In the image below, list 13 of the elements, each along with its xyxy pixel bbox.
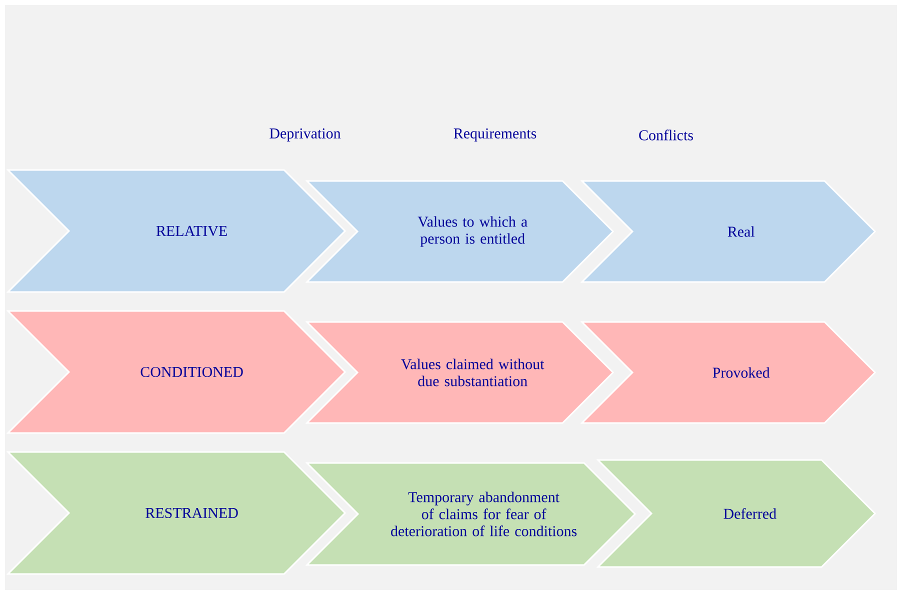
node-label: RESTRAINED xyxy=(146,508,238,518)
chevron-box: Real xyxy=(580,180,876,283)
chevron-box: Temporary abandonment of claims for fear of deterioration of life conditions xyxy=(305,462,636,566)
chevron-box: RELATIVE xyxy=(6,169,346,293)
column-header: Conflicts xyxy=(639,130,693,140)
chevron-box: Deferred xyxy=(596,459,876,568)
column-header: Requirements xyxy=(454,128,536,142)
chevron-box: Values claimed without due substantiation xyxy=(305,321,614,424)
chevron-box: CONDITIONED xyxy=(6,310,346,434)
chevron-box: Values to which a person is entitled xyxy=(305,180,614,283)
column-header: Deprivation xyxy=(270,128,341,142)
chevron-box: Provoked xyxy=(580,321,876,424)
chevron-box: RESTRAINED xyxy=(6,451,346,575)
